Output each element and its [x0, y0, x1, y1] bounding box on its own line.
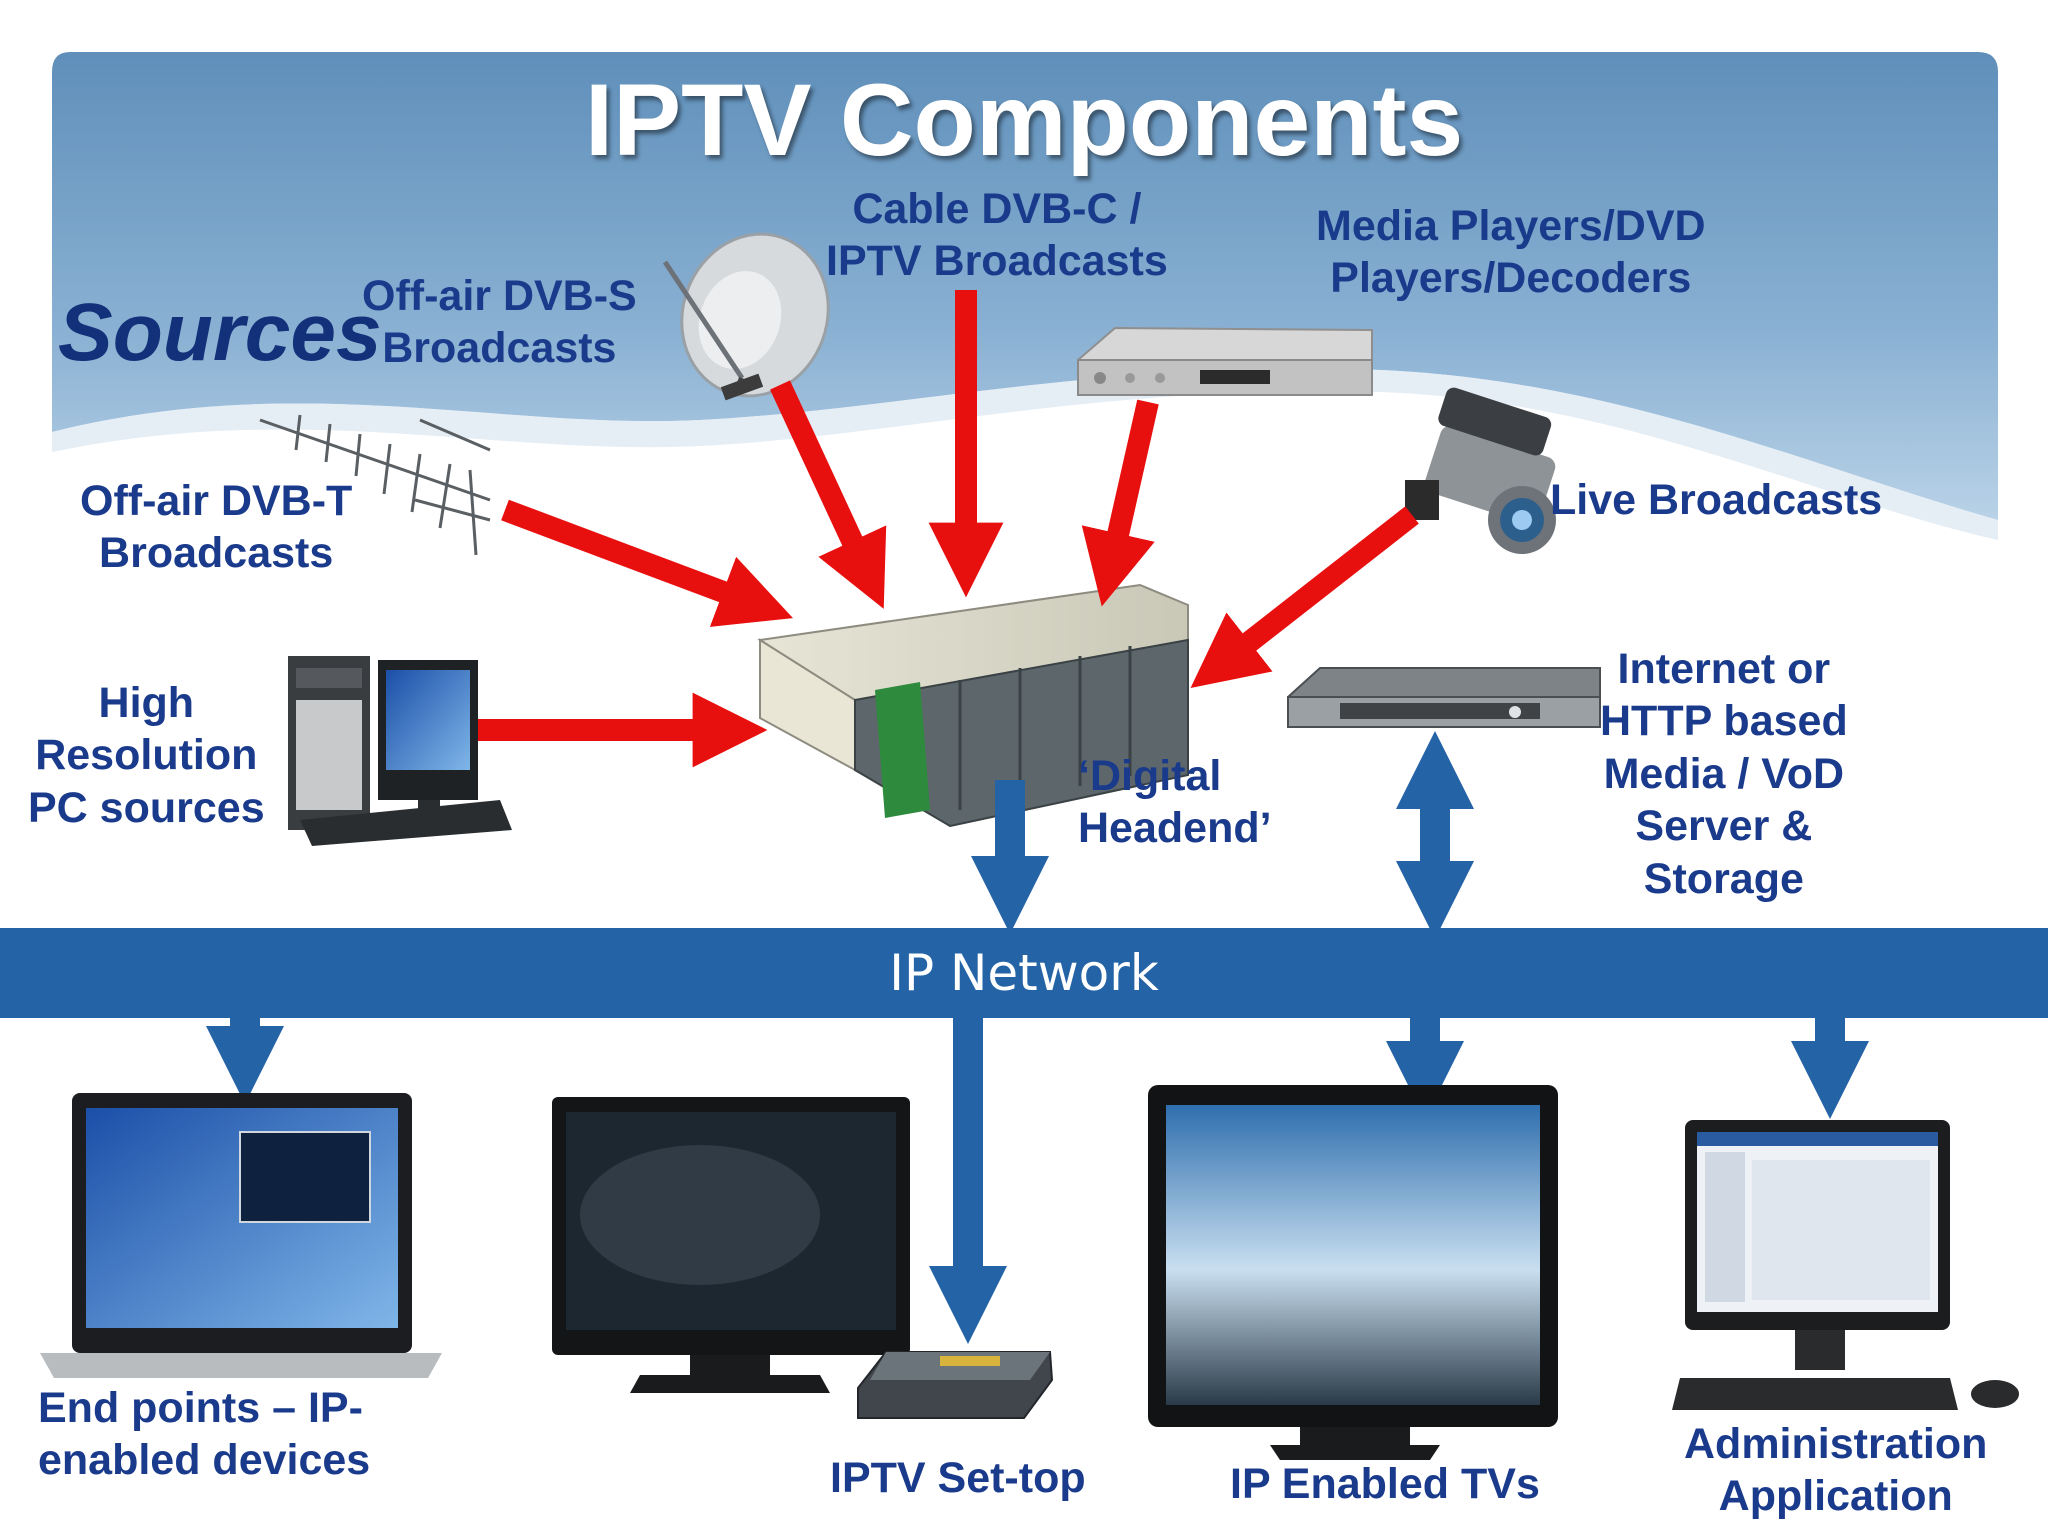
label-cable-line2: IPTV Broadcasts — [826, 237, 1168, 286]
rack-server-icon — [1287, 667, 1601, 728]
flat-tv-icon-settop — [552, 1097, 910, 1393]
ip-network-label: IP Network — [889, 944, 1159, 1002]
label-media-players: Media Players/DVD Players/Decoders — [1316, 200, 1706, 305]
label-vod-line3: Media / VoD — [1603, 749, 1845, 798]
dvd-player-icon — [1077, 326, 1373, 396]
label-vod-line1: Internet or — [1617, 645, 1831, 693]
label-vod-server: Internet or HTTP based Media / VoD Serve… — [1600, 643, 1848, 905]
label-media-players-line1: Media Players/DVD — [1316, 202, 1706, 250]
label-admin-line1: Administration — [1684, 1420, 1988, 1468]
label-pc-sources-line2: Resolution — [35, 731, 258, 780]
label-cable: Cable DVB-C / IPTV Broadcasts — [826, 183, 1168, 288]
label-admin: Administration Application — [1684, 1418, 1987, 1523]
label-dvb-t-line2: Broadcasts — [99, 529, 334, 578]
label-headend: ‘Digital Headend’ — [1078, 750, 1272, 855]
arrow-dvd-to-headend — [1081, 399, 1159, 607]
header-wave-highlight — [52, 368, 1998, 540]
label-headend-line2: Headend’ — [1078, 804, 1272, 853]
label-media-players-line2: Players/Decoders — [1330, 254, 1692, 303]
headend-rack-icon — [757, 583, 1189, 828]
header-banner — [52, 52, 1998, 520]
label-live-line1: Live Broadcasts — [1550, 476, 1883, 524]
label-endpoints: End points – IP- enabled devices — [38, 1382, 370, 1487]
arrow-dvbs-to-headend — [770, 380, 887, 609]
label-settop: IPTV Set-top — [830, 1452, 1086, 1504]
ip-network-bar — [0, 928, 2048, 1018]
label-ip-tvs: IP Enabled TVs — [1230, 1458, 1540, 1510]
label-dvb-s: Off-air DVB-S Broadcasts — [362, 270, 637, 375]
label-dvb-t: Off-air DVB-T Broadcasts — [80, 475, 352, 580]
label-admin-line2: Application — [1718, 1472, 1953, 1521]
page-title: IPTV Components — [584, 63, 1464, 177]
tv-antenna-icon — [259, 414, 491, 556]
video-camera-icon — [1405, 387, 1556, 554]
network-arrows — [206, 731, 1869, 1344]
flat-tv-icon — [1148, 1085, 1558, 1460]
label-settop-line1: IPTV Set-top — [830, 1454, 1086, 1502]
label-live-broadcasts: Live Broadcasts — [1550, 474, 1882, 526]
label-pc-sources-line3: PC sources — [28, 783, 265, 832]
label-vod-line5: Storage — [1643, 854, 1804, 903]
label-endpoints-line2: enabled devices — [38, 1436, 371, 1485]
desktop-pc-icon — [288, 656, 512, 846]
laptop-icon — [40, 1093, 442, 1378]
label-pc-sources-line1: High — [98, 679, 195, 727]
label-cable-line1: Cable DVB-C / — [852, 185, 1142, 233]
label-dvb-s-line2: Broadcasts — [382, 324, 617, 373]
label-dvb-t-line1: Off-air DVB-T — [80, 477, 353, 525]
label-headend-line1: ‘Digital — [1078, 752, 1222, 800]
admin-monitor-icon — [1672, 1120, 2019, 1410]
label-ip-tvs-line1: IP Enabled TVs — [1230, 1460, 1540, 1508]
arrow-dvbt-to-headend — [501, 499, 794, 627]
settop-box-icon — [857, 1351, 1054, 1419]
label-pc-sources: High Resolution PC sources — [28, 677, 265, 834]
label-endpoints-line1: End points – IP- — [38, 1384, 363, 1432]
arrow-live-to-headend — [1190, 506, 1419, 689]
label-vod-line4: Server & — [1635, 802, 1813, 851]
label-vod-line2: HTTP based — [1600, 697, 1848, 746]
source-arrows — [478, 290, 1419, 768]
satellite-dish-icon — [662, 232, 830, 401]
label-dvb-s-line1: Off-air DVB-S — [362, 272, 637, 320]
sources-heading: Sources — [58, 287, 382, 378]
